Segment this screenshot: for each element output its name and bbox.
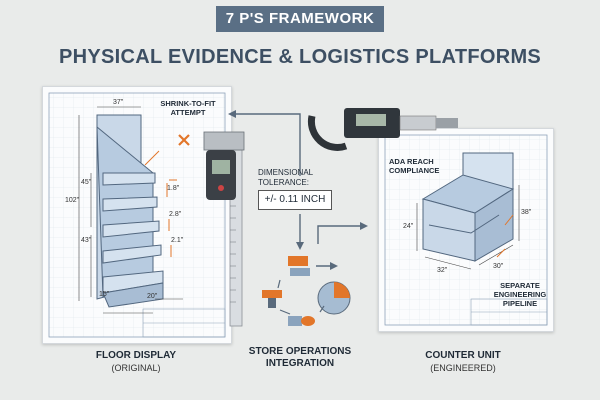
counter-unit-subtitle: (ENGINEERED) (430, 363, 496, 373)
dim-unit-depth: 30" (493, 263, 504, 270)
dim-unit-width: 32" (437, 267, 448, 274)
dim-base-width: 20" (147, 293, 158, 300)
floor-display-drawing (48, 92, 226, 338)
page-title: PHYSICAL EVIDENCE & LOGISTICS PLATFORMS (58, 46, 542, 68)
dim-total-height: 102" (65, 197, 80, 204)
dim-shelf-2: 2.8" (169, 211, 182, 218)
floor-display-caption: FLOOR DISPLAY (ORIGINAL) (60, 350, 212, 374)
dim-shelf-3: 2.1" (171, 237, 184, 244)
store-operations-caption: STORE OPERATIONS INTEGRATION (240, 346, 360, 370)
dim-lower-height: 43" (81, 237, 92, 244)
store-operations-title: STORE OPERATIONS (248, 346, 352, 357)
counter-unit-caption: COUNTER UNIT (ENGINEERED) (388, 350, 538, 374)
x-mark-icon (178, 134, 190, 146)
floor-display-title: FLOOR DISPLAY (95, 350, 177, 361)
dim-shelf-1: 1.8" (167, 185, 180, 192)
operations-flow-icon (262, 256, 351, 326)
tolerance-value-box: +/- 0.11 INCH (258, 190, 332, 210)
counter-unit-drawing (384, 134, 548, 326)
counter-unit-title: COUNTER UNIT (425, 350, 501, 361)
shrink-to-fit-note: SHRINK-TO-FIT ATTEMPT (160, 99, 216, 117)
tolerance-label: DIMENSIONAL TOLERANCE: (258, 168, 313, 187)
floor-display-sheet: SHRINK-TO-FIT ATTEMPT 37" 102" 45" 43" 1… (42, 86, 232, 344)
pipeline-note: SEPARATE ENGINEERING PIPELINE (493, 281, 547, 308)
ada-compliance-note: ADA REACH COMPLIANCE (389, 157, 440, 175)
framework-badge: 7 P'S FRAMEWORK (216, 6, 384, 32)
dim-top-width: 37" (113, 99, 124, 106)
dim-unit-height: 38" (521, 209, 532, 216)
floor-display-stand (96, 114, 164, 308)
floor-display-subtitle: (ORIGINAL) (111, 363, 161, 373)
dim-base-height: 24" (403, 223, 414, 230)
counter-unit-sheet: ADA REACH COMPLIANCE SEPARATE ENGINEERIN… (378, 128, 554, 332)
counter-unit-box (421, 152, 515, 262)
store-operations-subtitle: INTEGRATION (265, 358, 335, 369)
dim-base-depth: 15" (99, 291, 110, 298)
dim-upper-height: 45" (81, 179, 92, 186)
